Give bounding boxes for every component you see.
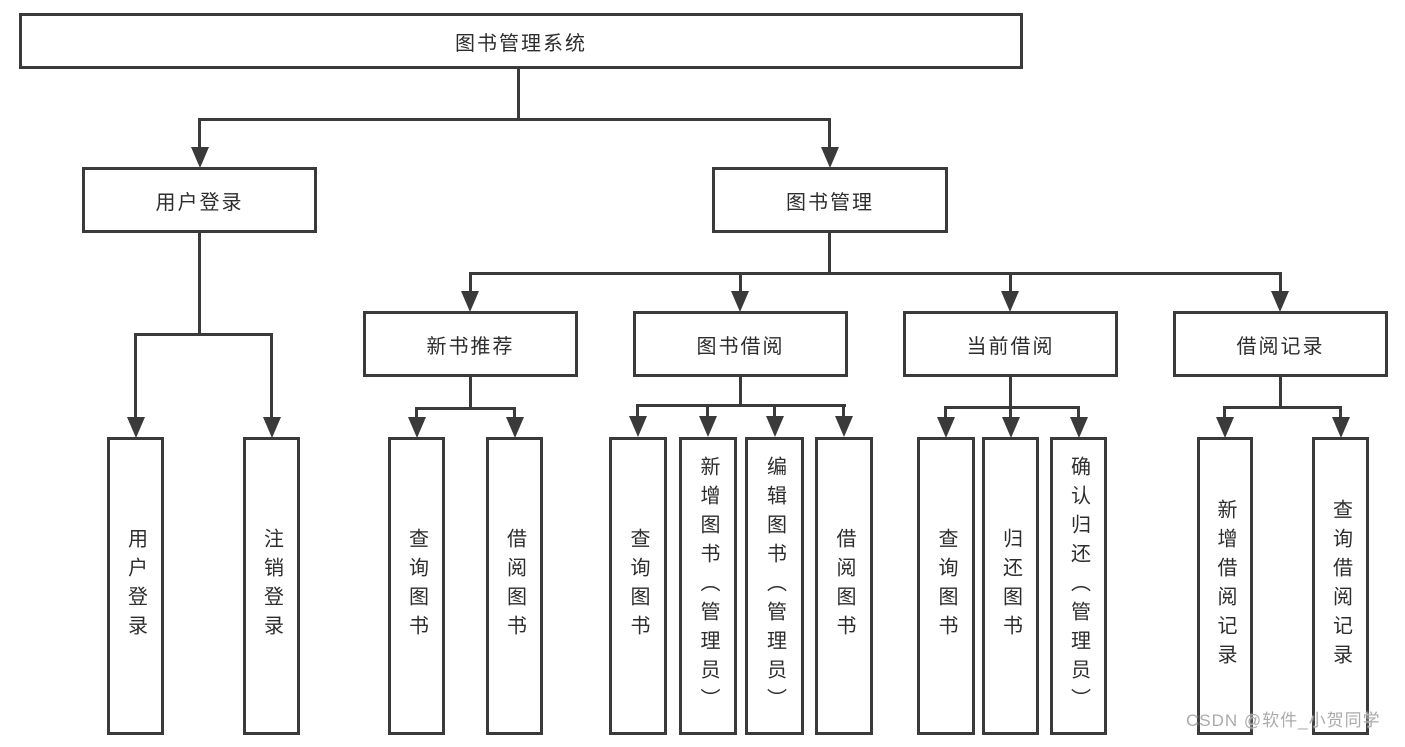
connector-line <box>706 404 709 421</box>
leaf-label: 编辑图书（管理员） <box>763 455 786 717</box>
connector-line <box>415 407 516 410</box>
arrowhead-icon <box>629 416 647 437</box>
connector-line <box>773 404 776 421</box>
leaf-edit-books-admin: 编辑图书（管理员） <box>745 437 804 735</box>
connector-line <box>739 272 742 294</box>
leaf-add-borrow-record: 新增借阅记录 <box>1197 437 1253 735</box>
leaf-label: 借阅图书 <box>833 528 855 644</box>
arrowhead-icon <box>506 417 524 438</box>
node-library-management-system: 图书管理系统 <box>19 13 1023 69</box>
node-label: 新书推荐 <box>426 335 515 358</box>
connector-line <box>270 333 273 421</box>
arrowhead-icon <box>1216 417 1234 438</box>
node-label: 图书借阅 <box>696 335 785 358</box>
leaf-borrow-books: 借阅图书 <box>486 437 543 735</box>
leaf-label: 确认归还（管理员） <box>1067 455 1090 717</box>
node-label: 图书管理系统 <box>455 32 587 55</box>
arrowhead-icon <box>127 417 145 438</box>
node-label: 图书管理 <box>786 191 874 214</box>
connector-line <box>1009 377 1012 409</box>
arrowhead-icon <box>1070 417 1088 438</box>
leaf-label: 查询图书 <box>405 528 428 644</box>
connector-line <box>134 333 137 421</box>
connector-line <box>198 233 201 336</box>
arrowhead-icon <box>461 291 479 312</box>
leaf-search-books: 查询图书 <box>388 437 445 735</box>
leaf-label: 查询图书 <box>627 528 649 644</box>
connector-line <box>1223 406 1226 421</box>
leaf-return-books: 归还图书 <box>982 437 1039 735</box>
leaf-search-books: 查询图书 <box>609 437 667 735</box>
node-current-borrowing: 当前借阅 <box>903 311 1118 377</box>
connector-line <box>1279 377 1282 409</box>
leaf-label: 注销登录 <box>260 528 283 644</box>
arrowhead-icon <box>766 416 784 437</box>
node-label: 当前借阅 <box>966 335 1055 358</box>
connector-line <box>1009 272 1012 294</box>
connector-line <box>513 407 516 421</box>
arrowhead-icon <box>821 147 839 168</box>
connector-line <box>1279 272 1282 294</box>
connector-line <box>415 407 418 421</box>
node-new-book-recommendation: 新书推荐 <box>363 311 578 377</box>
connector-line <box>1339 406 1342 421</box>
connector-line <box>828 118 831 152</box>
leaf-borrow-books: 借阅图书 <box>815 437 873 735</box>
connector-line <box>828 232 831 275</box>
arrowhead-icon <box>263 417 281 438</box>
watermark: CSDN @软件_小贺同学 <box>1186 711 1381 730</box>
node-label: 用户登录 <box>155 191 244 214</box>
arrowhead-icon <box>937 417 955 438</box>
node-user-login: 用户登录 <box>82 167 317 233</box>
arrowhead-icon <box>699 416 717 437</box>
arrowhead-icon <box>408 417 426 438</box>
leaf-label: 查询借阅记录 <box>1329 499 1352 673</box>
arrowhead-icon <box>731 291 749 312</box>
connector-line <box>842 404 845 421</box>
arrowhead-icon <box>191 147 209 168</box>
leaf-search-books: 查询图书 <box>917 437 975 735</box>
leaf-label: 借阅图书 <box>503 528 526 644</box>
arrowhead-icon <box>835 416 853 437</box>
leaf-label: 用户登录 <box>124 528 147 644</box>
connector-line <box>1077 406 1080 421</box>
connector-line <box>1009 406 1012 421</box>
arrowhead-icon <box>1001 291 1019 312</box>
connector-line <box>469 272 472 294</box>
connector-line <box>1223 406 1342 409</box>
node-book-management: 图书管理 <box>712 167 948 233</box>
connector-line <box>134 333 273 336</box>
leaf-logout: 注销登录 <box>243 437 300 735</box>
node-book-borrowing: 图书借阅 <box>633 311 848 377</box>
leaf-label: 归还图书 <box>999 528 1022 644</box>
leaf-add-books-admin: 新增图书（管理员） <box>679 437 737 735</box>
leaf-confirm-return-admin: 确认归还（管理员） <box>1050 437 1107 735</box>
arrowhead-icon <box>1002 417 1020 438</box>
node-borrowing-records: 借阅记录 <box>1173 311 1388 377</box>
connector-line <box>517 68 520 121</box>
arrowhead-icon <box>1332 417 1350 438</box>
connector-line <box>944 406 1080 409</box>
connector-line <box>739 377 742 405</box>
leaf-label: 新增图书（管理员） <box>697 455 719 717</box>
connector-line <box>198 118 201 152</box>
node-label: 借阅记录 <box>1236 335 1325 358</box>
leaf-label: 新增借阅记录 <box>1214 499 1236 673</box>
connector-line <box>944 406 947 421</box>
connector-line <box>636 404 639 421</box>
connector-line <box>469 377 472 410</box>
connector-line <box>469 272 1282 275</box>
leaf-search-borrow-record: 查询借阅记录 <box>1312 437 1369 735</box>
connector-line <box>198 118 831 121</box>
connector-line <box>636 404 846 407</box>
arrowhead-icon <box>1271 291 1289 312</box>
leaf-label: 查询图书 <box>935 528 957 644</box>
leaf-user-login: 用户登录 <box>107 437 164 735</box>
